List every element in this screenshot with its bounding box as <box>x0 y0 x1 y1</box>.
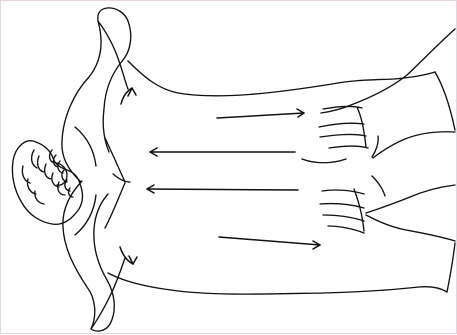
lower-hand-lower-outline <box>366 215 455 241</box>
arrow-lower-left <box>147 189 298 190</box>
neck-fold-upper <box>75 127 96 166</box>
upper-hand-thumb <box>372 136 378 157</box>
right-side-outline <box>435 72 455 292</box>
neck-fold-lower <box>75 195 96 235</box>
shoulder-line-bottom <box>91 258 125 329</box>
shoulder-fold-bottom <box>105 183 125 228</box>
hair-curls-3 <box>22 166 44 204</box>
head-outline <box>12 141 82 225</box>
hair-curls-2 <box>32 150 65 195</box>
left-arm-upper-outline <box>62 8 131 182</box>
arrow-lower-right <box>219 237 320 245</box>
arrow-upper-right <box>217 113 304 118</box>
torso-bottom-outline <box>108 273 447 294</box>
left-arm-lower-outline <box>63 181 114 331</box>
upper-hand-lower-outline <box>373 132 455 158</box>
lower-hand-fingers <box>320 189 364 233</box>
spine-right-curve <box>302 159 346 163</box>
torso-top-outline <box>128 61 435 96</box>
upper-hand-outline <box>321 29 455 113</box>
shoulder-line-top <box>98 21 128 89</box>
lower-hand-outline <box>366 185 455 213</box>
arrow-group <box>120 88 320 264</box>
lower-hand-thumb <box>372 176 385 196</box>
